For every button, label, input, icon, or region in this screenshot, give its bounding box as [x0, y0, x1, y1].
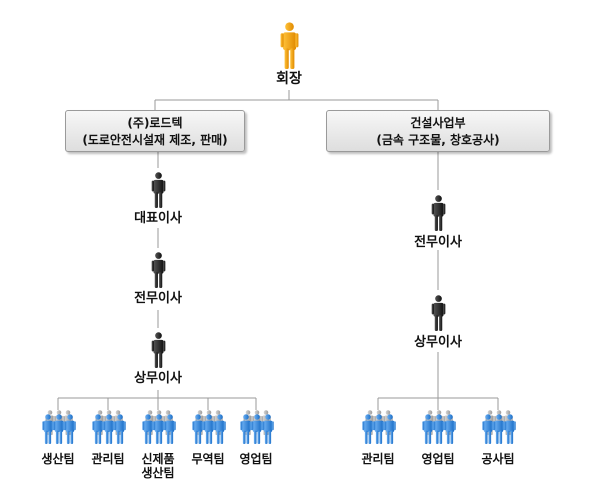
- team-label-text: 생산팀: [41, 452, 75, 466]
- left-role-managing-director: 상무이사: [134, 371, 182, 386]
- left-team-icon-production: [42, 410, 76, 444]
- left-company-box: (주)로드텍 (도로안전시설재 제조, 판매): [65, 110, 245, 152]
- right-role-managing-director: 상무이사: [414, 335, 462, 350]
- left-company-description: (도로안전시설재 제조, 판매): [82, 133, 228, 147]
- right-company-description: (금속 구조물, 창호공사): [376, 133, 500, 147]
- team-label-text-line2: 생산팀: [141, 466, 175, 480]
- team-label-text: 공사팀: [481, 452, 515, 466]
- team-label-text: 영업팀: [239, 452, 273, 466]
- left-team-icon-new-product: [142, 410, 176, 444]
- left-company-name: (주)로드텍: [127, 116, 183, 130]
- team-label-text: 영업팀: [421, 452, 455, 466]
- right-team-label-management: 관리팀: [361, 452, 394, 466]
- chairman-label: 회장: [276, 71, 302, 87]
- right-team-icon-construction: [482, 410, 516, 444]
- right-role-senior-managing-director: 전무이사: [414, 235, 462, 250]
- right-company-box: 건설사업부 (금속 구조물, 창호공사): [326, 110, 550, 152]
- team-label-text: 관리팀: [91, 452, 125, 466]
- left-team-icon-management: [92, 410, 126, 444]
- left-team-label-new-product: 신제품 생산팀: [141, 452, 174, 480]
- left-role-senior-managing-director: 전무이사: [134, 291, 182, 306]
- right-team-icon-management: [362, 410, 396, 444]
- team-label-text: 무역팀: [191, 452, 225, 466]
- chairman-person-icon: [280, 22, 299, 69]
- right-team-label-construction: 공사팀: [481, 452, 514, 466]
- left-team-label-production: 생산팀: [41, 452, 74, 466]
- team-label-text: 관리팀: [361, 452, 395, 466]
- left-role-ceo: 대표이사: [134, 211, 182, 226]
- left-team-label-trade: 무역팀: [191, 452, 224, 466]
- left-team-label-management: 관리팀: [91, 452, 124, 466]
- team-label-text: 신제품: [141, 452, 175, 466]
- right-team-label-sales: 영업팀: [421, 452, 454, 466]
- left-team-label-sales: 영업팀: [239, 452, 272, 466]
- left-team-icon-trade: [192, 410, 226, 444]
- right-company-name: 건설사업부: [410, 116, 466, 130]
- right-team-icon-sales: [422, 410, 456, 444]
- left-team-icon-sales: [240, 410, 274, 444]
